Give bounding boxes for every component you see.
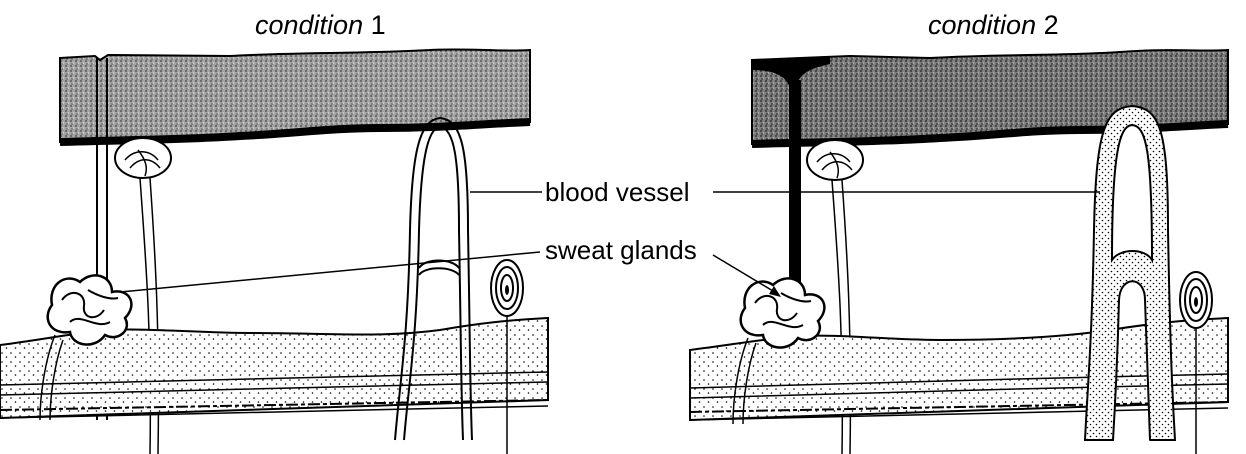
sweat-glands-leader-right [713,255,778,294]
panel-title-condition-1: condition 1 [255,10,386,41]
blood-vessel-label: blood vessel [542,177,693,207]
title-number: 2 [1044,10,1059,40]
panel-title-condition-2: condition 2 [928,10,1059,41]
title-word: condition [928,10,1036,40]
filled-sweat-duct [789,80,801,310]
title-number: 1 [371,10,386,40]
panel-condition-1 [0,49,548,454]
title-word: condition [255,10,363,40]
epidermis-layer [60,49,530,142]
sweat-glands-leader-left [120,252,540,292]
panel-condition-2 [690,50,1228,454]
sweat-glands-label: sweat glands [542,235,700,265]
